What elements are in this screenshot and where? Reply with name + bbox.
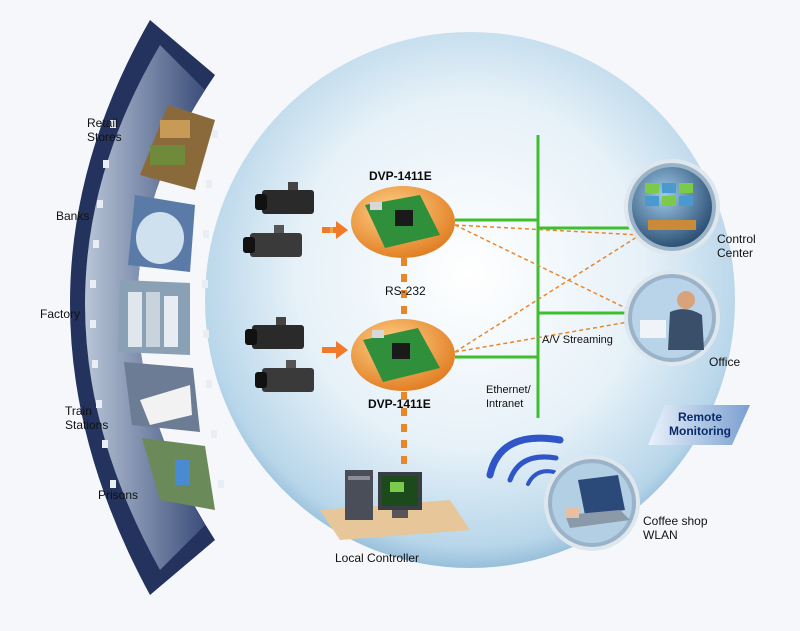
board-label-top: DVP-1411E bbox=[369, 169, 432, 183]
filmstrip-label-factory: Factory bbox=[40, 307, 81, 321]
film-frame-retail bbox=[140, 105, 215, 190]
filmstrip-label-retail: Retail Stores bbox=[87, 116, 122, 144]
office-node bbox=[624, 270, 720, 366]
remote-monitoring-label: Remote Monitoring bbox=[669, 410, 731, 438]
network-bubble bbox=[205, 32, 735, 568]
arrow-icon bbox=[322, 341, 348, 359]
film-frame-factory bbox=[118, 280, 190, 355]
rs232-label: RS-232 bbox=[385, 284, 426, 298]
local-controller-label: Local Controller bbox=[335, 551, 420, 565]
camera-icon bbox=[255, 360, 314, 392]
coffee-shop-node bbox=[544, 455, 640, 551]
control-center-node bbox=[624, 159, 720, 255]
av-streaming-label: A/V Streaming bbox=[542, 334, 613, 346]
office-label: Office bbox=[709, 355, 741, 369]
ethernet-label: Ethernet/ Intranet bbox=[486, 384, 531, 410]
dvp-board-bottom bbox=[351, 319, 455, 391]
control-center-label: Control Center bbox=[717, 232, 756, 260]
film-strip bbox=[70, 20, 224, 595]
film-frame-banks bbox=[128, 195, 195, 272]
wifi-icon bbox=[486, 434, 564, 486]
filmstrip-label-train: Train Stations bbox=[65, 404, 109, 432]
board-label-bottom: DVP-1411E bbox=[368, 397, 431, 411]
dvp-board-top bbox=[351, 186, 455, 258]
film-frame-train bbox=[124, 362, 200, 432]
film-frame-prisons bbox=[142, 438, 215, 510]
camera-icon bbox=[243, 225, 302, 257]
filmstrip-label-banks: Banks bbox=[56, 209, 90, 223]
coffee-shop-label: Coffee shop WLAN bbox=[643, 514, 708, 542]
arrow-icon bbox=[322, 221, 348, 239]
remote-monitoring-banner bbox=[648, 405, 750, 445]
ethernet-lines bbox=[455, 135, 640, 418]
camera-icon bbox=[245, 317, 304, 349]
filmstrip-label-prisons: Prisons bbox=[98, 488, 139, 502]
streaming-lines bbox=[454, 224, 641, 353]
local-controller-pc bbox=[320, 470, 470, 540]
camera-icon bbox=[255, 182, 314, 214]
